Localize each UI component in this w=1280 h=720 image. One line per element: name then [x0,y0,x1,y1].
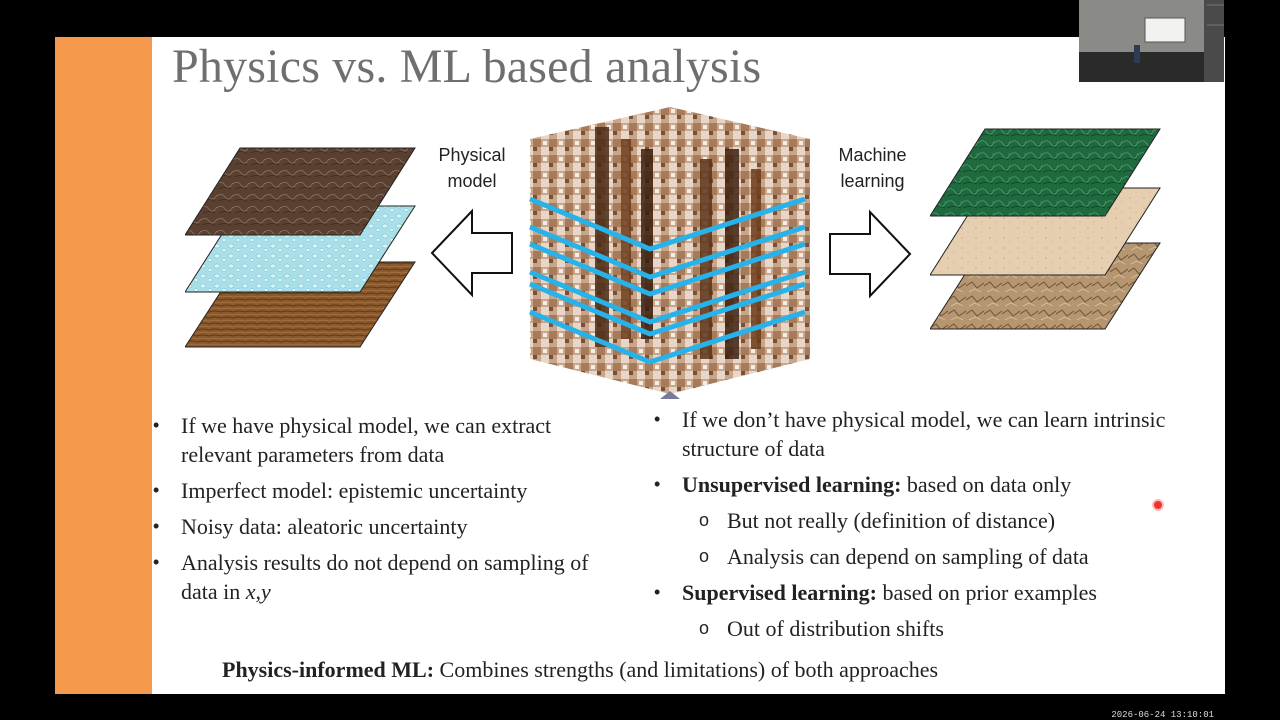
list-item: Supervised learning: based on prior exam… [654,578,1219,607]
bullet-text: Noisy data: aleatoric uncertainty [181,514,468,539]
bullet-bold: Supervised learning: [682,580,877,605]
right-bullet-list: If we don’t have physical model, we can … [654,405,1219,650]
physics-layers-image [185,147,416,348]
left-bullet-list: If we have physical model, we can extrac… [153,411,623,613]
sub-list-item: Analysis can depend on sampling of data [654,542,1219,571]
list-item: Unsupervised learning: based on data onl… [654,470,1219,499]
bullet-bold: Unsupervised learning: [682,472,902,497]
data-cube-image [529,107,810,399]
bullet-text: If we don’t have physical model, we can … [682,407,1166,461]
footer-bold: Physics-informed ML: [222,657,435,682]
bullet-text: Imperfect model: epistemic uncertainty [181,478,528,503]
machine-learning-label-line2: learning [840,171,905,191]
list-item: Analysis results do not depend on sampli… [153,548,623,606]
accent-bar [55,37,152,694]
bullet-text: based on data only [901,472,1072,497]
ml-layers-image [930,128,1161,330]
physical-model-label: Physical model [427,142,517,194]
sub-list-item: But not really (definition of distance) [654,506,1219,535]
machine-learning-label-line1: Machine [838,145,907,165]
hollow-left-arrow-icon [430,208,513,298]
webcam-thumbnail[interactable] [1079,0,1224,82]
bullet-text: Analysis results do not depend on sampli… [181,550,589,604]
list-item: If we have physical model, we can extrac… [153,411,623,469]
sub-list-item: Out of distribution shifts [654,614,1219,643]
footer-text: Combines strengths (and limitations) of … [434,657,939,682]
list-item: Imperfect model: epistemic uncertainty [153,476,623,505]
webcam-scene-image [1079,0,1224,82]
sub-bullet-text: But not really (definition of distance) [727,508,1056,533]
bullet-text: If we have physical model, we can extrac… [181,413,552,467]
slide-footer: Physics-informed ML: Combines strengths … [222,657,938,683]
sub-bullet-text: Analysis can depend on sampling of data [727,544,1089,569]
laser-pointer-dot [1154,501,1162,509]
bullet-text: based on prior examples [876,580,1097,605]
machine-learning-label: Machine learning [825,142,920,194]
bullet-emphasis: x,y [245,579,271,604]
sub-bullet-text: Out of distribution shifts [727,616,944,641]
presentation-slide: Physics vs. ML based analysis [55,37,1225,694]
slide-title: Physics vs. ML based analysis [172,40,762,93]
physical-model-label-line2: model [447,171,497,191]
physical-model-label-line1: Physical [438,145,506,165]
list-item: If we don’t have physical model, we can … [654,405,1219,463]
list-item: Noisy data: aleatoric uncertainty [153,512,623,541]
recording-timestamp: 2026-06-24 13:10:01 [1111,710,1214,720]
hollow-right-arrow-icon [829,209,912,299]
